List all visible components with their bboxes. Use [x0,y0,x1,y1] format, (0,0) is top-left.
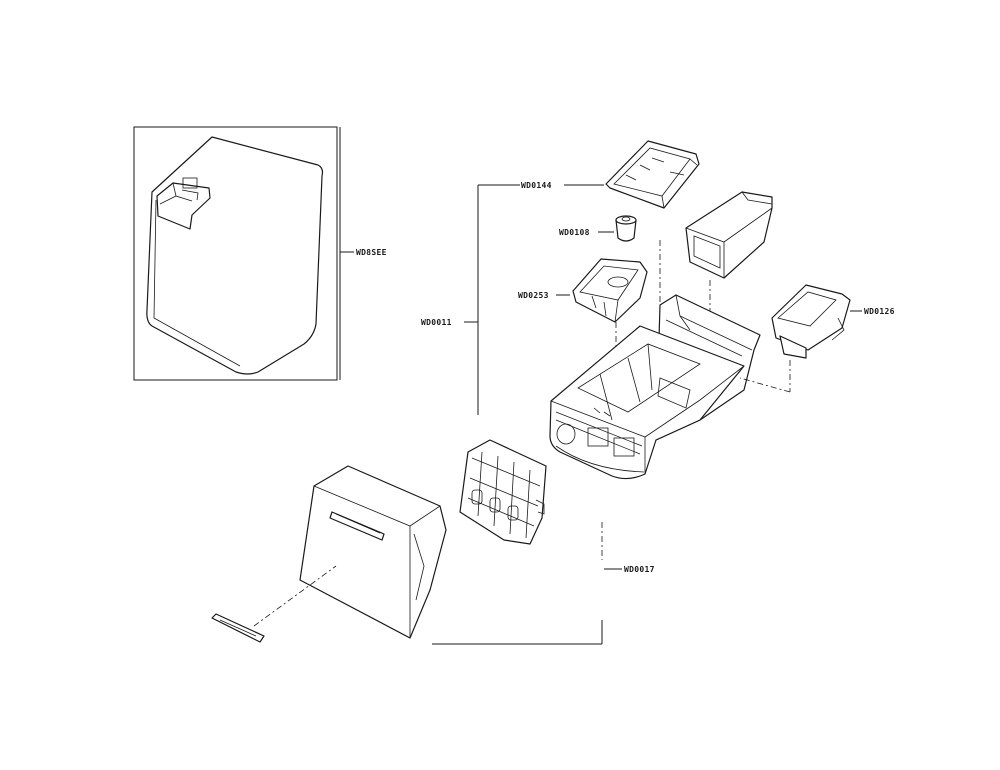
washer-cabinet [146,136,324,375]
part-wd0253-cup [572,258,648,323]
part-wd0144-tray [605,140,700,209]
part-dispenser-housing [549,294,761,480]
label-washer-assembly: WD8SEE [356,248,387,257]
part-right-tall-tray [685,191,773,279]
part-wd0126-tray [771,284,851,359]
part-label-plate [211,613,265,643]
label-wd0017: WD0017 [624,565,655,574]
label-wd0253: WD0253 [518,291,549,300]
part-wd0108-cap [615,215,637,242]
part-dispenser-grille [459,439,547,545]
part-drawer-front-panel [299,465,447,639]
inset-frame [133,126,338,381]
inset-dispenser [156,182,211,230]
label-wd0144: WD0144 [521,181,552,190]
label-wd0108: WD0108 [559,228,590,237]
label-wd0011: WD0011 [421,318,452,327]
label-wd0126: WD0126 [864,307,895,316]
inset-washer-assembly [133,126,341,381]
